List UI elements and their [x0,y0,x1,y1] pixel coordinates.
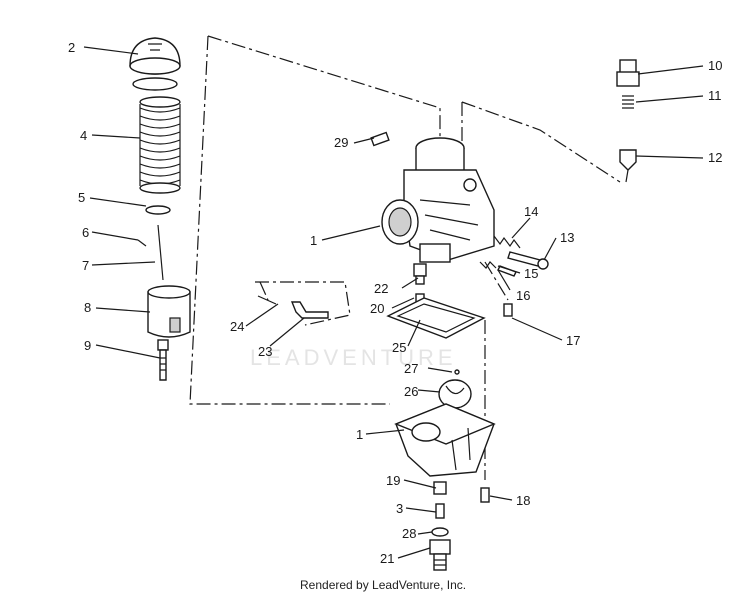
callout-14: 14 [524,204,538,219]
e-clip-part [137,239,147,247]
starter-cap-part [616,59,640,87]
callout-4: 4 [80,128,87,143]
callout-10: 10 [708,58,722,73]
o-ring-part [431,527,449,537]
screw-part-9 [157,339,169,381]
throttle-valve-part [147,285,191,338]
callout-5: 5 [78,190,85,205]
pin-part [257,295,277,305]
callout-3: 3 [396,501,403,516]
callout-8: 8 [84,300,91,315]
callout-15: 15 [524,266,538,281]
idle-spring-part [493,235,521,249]
float-part [438,379,472,409]
callout-13: 13 [560,230,574,245]
vent-fitting-part [370,131,390,147]
screw-part-18 [480,487,490,503]
spring-part [139,96,181,194]
carburetor-body-part [381,137,495,263]
throttle-stop-screw-part [507,251,549,270]
float-pin-part [454,369,460,375]
float-bowl-part [394,403,496,477]
drain-plug-part [429,539,451,571]
pilot-jet-part [435,503,445,519]
callout-27: 27 [404,361,418,376]
cap-part [129,37,181,91]
callout-26: 26 [404,384,418,399]
leader-lines [83,46,704,559]
callout-7: 7 [82,258,89,273]
needle-part [157,224,164,281]
callout-11: 11 [708,88,722,103]
cable-bracket-part [290,301,329,319]
callout-12: 12 [708,150,722,165]
callout-28: 28 [402,526,416,541]
callout-labels: 2 4 5 6 7 8 9 1 29 10 11 12 13 14 15 16 … [68,40,722,566]
main-jet-part [413,263,427,303]
callout-29: 29 [334,135,348,150]
float-bowl-gasket-part [386,297,486,339]
pilot-screw-part [479,261,517,277]
callout-20: 20 [370,301,384,316]
callout-1-body: 1 [310,233,317,248]
callout-1-bowl: 1 [356,427,363,442]
callout-19: 19 [386,473,400,488]
callout-21: 21 [380,551,394,566]
callout-24: 24 [230,319,244,334]
starter-spring-part [622,95,634,109]
footer-credit: Rendered by LeadVenture, Inc. [300,578,466,592]
clip-part [145,205,171,215]
callout-16: 16 [516,288,530,303]
callout-17: 17 [566,333,580,348]
callout-9: 9 [84,338,91,353]
watermark: LEADVENTURE [250,345,457,370]
callout-2: 2 [68,40,75,55]
callout-22: 22 [374,281,388,296]
callout-25: 25 [392,340,406,355]
callout-18: 18 [516,493,530,508]
assembly-lines [189,35,621,480]
starter-plunger-part [619,149,637,183]
callout-23: 23 [258,344,272,359]
callout-6: 6 [82,225,89,240]
screw-part-17 [503,303,513,317]
